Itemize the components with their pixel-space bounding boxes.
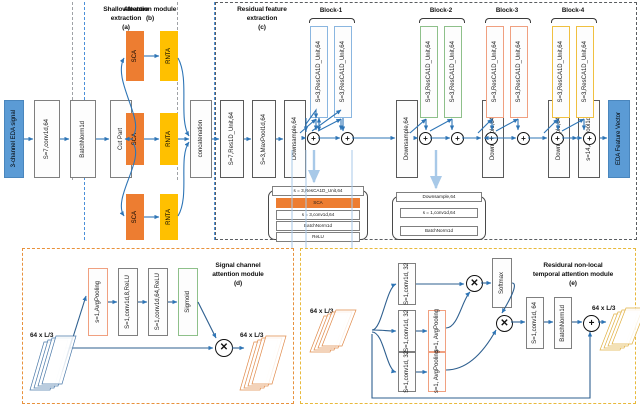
shallow-conv1d: S=7,conv1d,64 bbox=[34, 100, 60, 178]
rescaunit-b1-1: S=3,ResCA1D_Unit,64 bbox=[310, 26, 328, 118]
module-e-avgpooling-mid: s=1, AvgPooling bbox=[428, 309, 446, 353]
module-e-output-label: 64 x L/3 bbox=[592, 305, 616, 312]
module-d-output-label: 64 x L/3 bbox=[240, 332, 264, 339]
module-e-avgpooling-bot: s=1, AvgPooling bbox=[428, 350, 446, 394]
module-e-batchnorm: BatchNorm1d bbox=[554, 297, 572, 349]
rnta-branch-3: RNTA bbox=[160, 194, 178, 240]
detail-unit-header: s = 3,ResCA1D_Unit,64 bbox=[272, 186, 364, 196]
module-d-avgpooling: s=1,AvgPooling bbox=[88, 268, 108, 336]
res1d-unit: S=7,Res1D_Unit,64 bbox=[220, 100, 244, 178]
module-e-multiply-op-2: ✕ bbox=[496, 315, 513, 332]
block-label-1: Block-1 bbox=[319, 7, 343, 14]
module-e-add-op: + bbox=[583, 315, 600, 332]
rescaunit-b1-2: S=3,ResCA1D_Unit,64 bbox=[334, 26, 352, 118]
section-frame-module-d bbox=[22, 248, 294, 404]
detail-unit-conv: s = 3,conv1d,64 bbox=[276, 210, 360, 220]
caption-residual-extraction: Residual feature extraction (c) bbox=[237, 6, 287, 31]
block-brace-3 bbox=[485, 18, 531, 23]
module-e-softmax: Softmax bbox=[492, 258, 512, 308]
concatenation: concatenation bbox=[190, 100, 212, 178]
shallow-batchnorm: BatchNorm1d bbox=[70, 100, 96, 178]
block-brace-1 bbox=[309, 18, 355, 23]
detail-unit-batchnorm: BatchNorm1d bbox=[276, 221, 360, 231]
block-brace-4 bbox=[551, 18, 597, 23]
downsample-2: Downsample,64 bbox=[396, 100, 418, 178]
caption-module-d: Signal channel attention module (d) bbox=[212, 262, 264, 287]
rescaunit-b3-1: S=3,ResCA1D_Unit,64 bbox=[486, 26, 504, 118]
module-e-conv64: S=1,conv1d, 64 bbox=[526, 297, 544, 349]
rescaunit-b4-1: S=3,ResCA1D_Unit,64 bbox=[552, 26, 570, 118]
input-eda-signal: 3-channel EDA signal bbox=[4, 100, 24, 178]
section-frame-shallow bbox=[72, 2, 178, 180]
caption-module-e: Residural non-local temporal attention m… bbox=[532, 262, 614, 287]
detail-down-header: Downsample,64 bbox=[396, 192, 482, 202]
rescaunit-b4-2: S=3,ResCA1D_Unit,64 bbox=[576, 26, 594, 118]
detail-unit-relu: ReLU bbox=[276, 232, 360, 242]
rnta-branch-2: RNTA bbox=[160, 113, 178, 165]
rescaunit-b2-1: S=3,ResCA1D_Unit,64 bbox=[420, 26, 438, 118]
rescaunit-b2-2: S=3,ResCA1D_Unit,64 bbox=[444, 26, 462, 118]
block-label-4: Block-4 bbox=[561, 7, 585, 14]
module-e-conv-top: S=1,conv1d, 32 bbox=[398, 263, 416, 305]
module-d-input-label: 64 x L/3 bbox=[30, 332, 54, 339]
add-op-b1-1: + bbox=[307, 132, 320, 145]
eda-feature-vector: EDA Feature Vector bbox=[608, 100, 630, 178]
sca-branch-1: SCA bbox=[126, 31, 144, 81]
module-e-input-label: 64 x L/3 bbox=[310, 308, 334, 315]
add-op-b4-2: + bbox=[583, 132, 596, 145]
block-label-2: Block-2 bbox=[429, 7, 453, 14]
module-e-conv-bot: S=1,conv1d, 32 bbox=[398, 351, 416, 393]
detail-down-batchnorm: BatchNorm1d bbox=[400, 226, 478, 236]
maxpool1d: S=3,MaxPool1d,64 bbox=[252, 100, 276, 178]
rescaunit-b3-2: S=3,ResCA1D_Unit,64 bbox=[510, 26, 528, 118]
module-e-conv-mid: S=1,conv1d, 32 bbox=[398, 310, 416, 352]
block-label-3: Block-3 bbox=[495, 7, 519, 14]
caption-shallow-extraction: Shallowfeature extraction (a) bbox=[103, 6, 149, 31]
downsample-1: Downsample,64 bbox=[284, 100, 306, 178]
block-brace-2 bbox=[419, 18, 465, 23]
rnta-branch-1: RNTA bbox=[160, 31, 178, 81]
caption-attention-module: Attention module (b) bbox=[123, 6, 177, 22]
module-d-conv64: S=1,conv1d,64,ReLU bbox=[148, 268, 168, 336]
detail-down-conv: s = 1,conv1d,64 bbox=[400, 208, 478, 218]
module-d-sigmoid: Sigmoid bbox=[178, 268, 198, 336]
sca-branch-3: SCA bbox=[126, 194, 144, 240]
module-d-conv8: S=1,conv1d,8,ReLU bbox=[118, 268, 138, 336]
detail-unit-sca: SCA bbox=[276, 198, 360, 208]
